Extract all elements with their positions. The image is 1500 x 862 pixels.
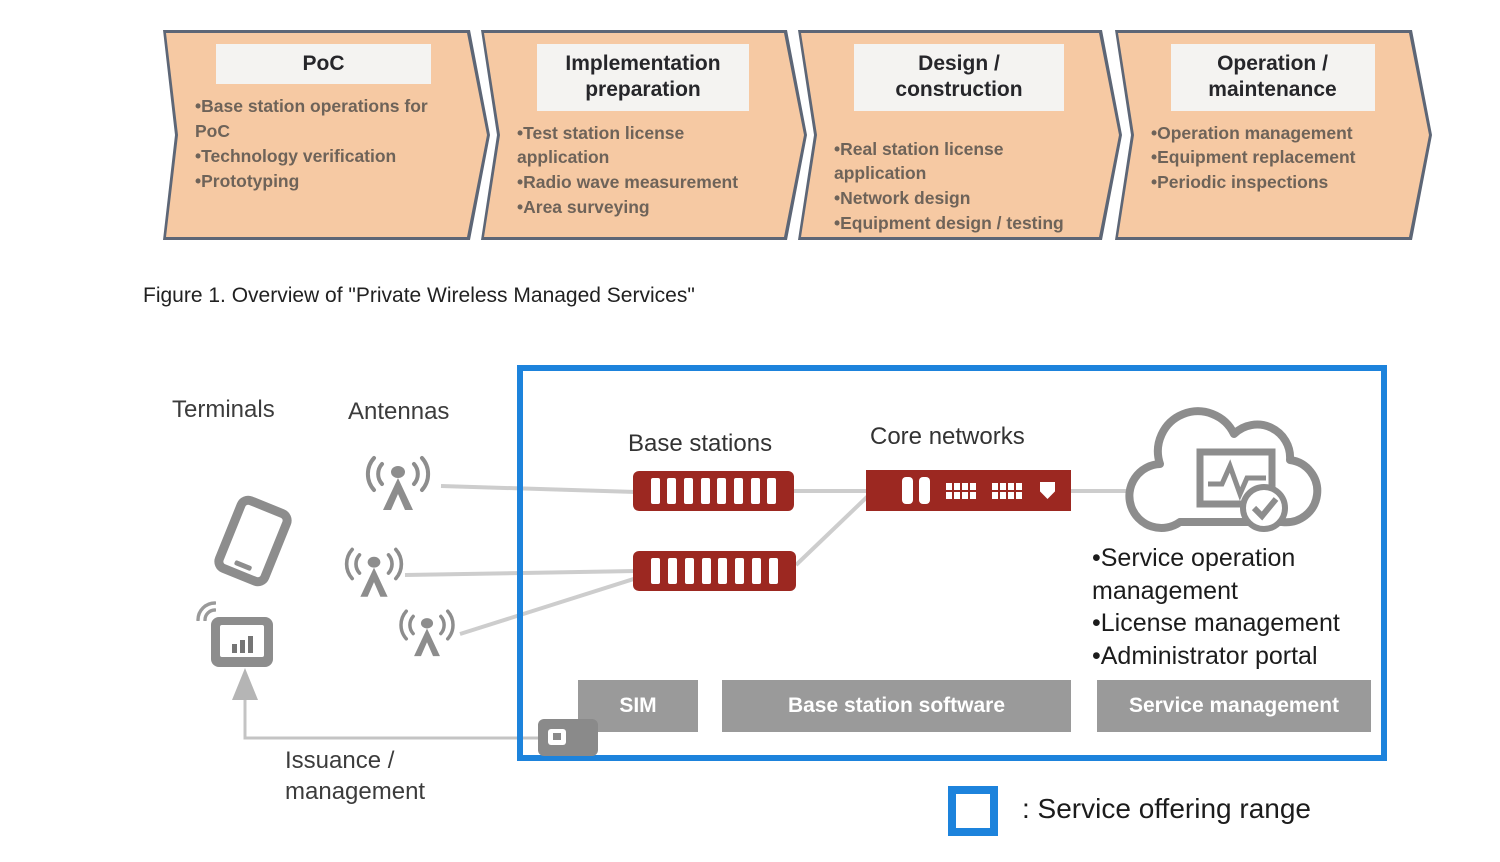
phase-chevron-design-construction: Design / construction •Real station lice…	[798, 30, 1122, 240]
phase-chevron-operation-maintenance: Operation / maintenance •Operation manag…	[1115, 30, 1432, 240]
phase-item: •Prototyping	[195, 170, 300, 191]
phase-title: PoC	[215, 44, 432, 85]
phase-item: •Network design	[834, 188, 971, 209]
antenna-icon	[344, 547, 404, 597]
phase-title: Design / construction	[854, 44, 1064, 111]
shield-icon	[1040, 482, 1055, 499]
phase-item: •Technology verification	[195, 145, 397, 166]
cloud-service-item: •Service operation management	[1092, 544, 1296, 605]
phase-item: •Base station operations for PoC	[195, 96, 428, 142]
phase-title: Implementation preparation	[537, 44, 749, 111]
core-network-icon	[866, 470, 1071, 511]
sim-box: SIM	[578, 680, 698, 732]
antenna-icon	[365, 456, 431, 510]
mobile-router-icon	[211, 617, 273, 667]
phase-item: •Test station license application	[517, 122, 685, 168]
phase-item: •Periodic inspections	[1151, 172, 1329, 193]
antenna-icon	[399, 609, 455, 657]
phase-item: •Equipment replacement	[1151, 147, 1356, 168]
legend-swatch	[948, 786, 998, 836]
up-arrow-icon	[232, 668, 258, 700]
base-station-software-box: Base station software	[722, 680, 1071, 732]
waveform-icon	[1208, 459, 1266, 501]
antennas-label: Antennas	[348, 398, 450, 425]
check-circle-icon	[1240, 484, 1288, 532]
phase-chevron-implementation-preparation: Implementation preparation •Test station…	[481, 30, 807, 240]
cloud-service-icon	[1125, 407, 1322, 532]
base-station-icon	[633, 551, 796, 591]
phase-item: •Real station license application	[834, 138, 1004, 184]
phase-item: •Radio wave measurement	[517, 172, 739, 193]
issuance-management-label: Issuance / management	[285, 747, 426, 806]
figure-caption: Figure 1. Overview of "Private Wireless …	[143, 284, 695, 307]
core-networks-label: Core networks	[870, 423, 1025, 450]
service-management-box: Service management	[1097, 680, 1371, 732]
cloud-service-item: •Administrator portal	[1092, 641, 1318, 670]
terminals-label: Terminals	[172, 396, 275, 423]
base-station-icon	[633, 471, 794, 511]
cloud-services-list: •Service operation management •License m…	[1092, 542, 1394, 672]
wifi-waves-icon	[196, 601, 216, 621]
phase-item: •Equipment design / testing	[834, 213, 1064, 234]
cloud-service-item: •License management	[1092, 609, 1340, 637]
phase-item: •Area surveying	[517, 197, 650, 218]
legend-label: : Service offering range	[1022, 793, 1311, 824]
phase-item: •Operation management	[1151, 122, 1353, 143]
phase-title: Operation / maintenance	[1170, 44, 1375, 111]
sim-card-icon	[538, 719, 598, 756]
issuance-line	[243, 700, 542, 740]
phase-chevron-poc: PoC •Base station operations for PoC •Te…	[163, 30, 490, 240]
base-stations-label: Base stations	[628, 430, 773, 457]
